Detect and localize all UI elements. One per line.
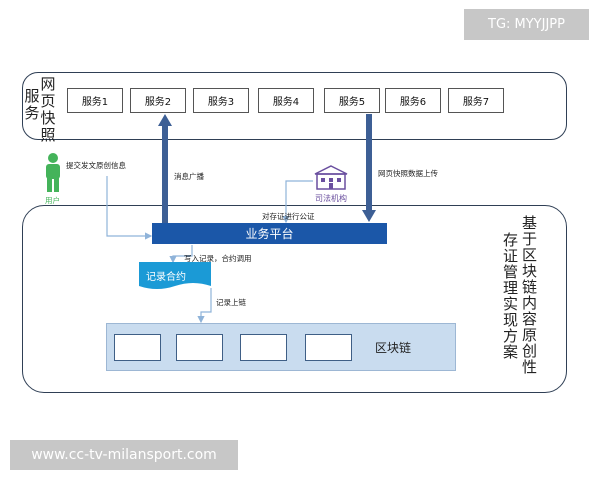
service-box-5: 服务5 [324,88,380,113]
chain-block [240,334,287,361]
judicial-to-platform-line [282,180,313,224]
service-label: 服务3 [207,97,235,108]
title-char: 块 [522,262,538,280]
broadcast-arrow [158,114,172,223]
watermark-top-text: TG: MYYJJPP [488,17,565,32]
judicial-building-icon [314,165,348,190]
title-char: 管 [503,263,519,281]
title-char: 理 [503,279,519,297]
service-box-6: 服务6 [385,88,441,113]
snapshot-service-frame [22,72,567,140]
snapshot-service-col2: 网 页 快 照 [40,76,56,144]
title-char: 证 [503,247,519,265]
label-char: 服 [24,87,40,105]
service-box-2: 服务2 [130,88,186,113]
content-originality-frame [22,205,567,393]
service-label: 服务6 [399,97,427,108]
notarize-text: 对存证进行公证 [262,212,315,221]
upload-arrow [362,114,376,222]
user-icon [46,153,60,192]
label-char: 网 [40,75,56,93]
title-char: 现 [503,311,519,329]
chain-block [114,334,161,361]
submit-text: 提交发文原创信息 [66,161,126,170]
user-to-platform-line [106,176,153,240]
side-title-col-right: 基 于 区 块 链 内 容 原 创 性 [522,215,538,375]
service-box-4: 服务4 [258,88,314,113]
service-box-7: 服务7 [448,88,504,113]
upload-label: 网页快照数据上传 [378,169,438,178]
title-char: 实 [503,295,519,313]
label-char: 快 [40,109,56,127]
title-char: 链 [522,278,538,296]
title-char: 区 [522,246,538,264]
watermark-bottom-text: www.cc-tv-milansport.com [31,447,217,463]
service-label: 服务4 [272,97,300,108]
chain-block [176,334,223,361]
platform-to-contract-line [169,245,193,264]
platform-label: 业务平台 [245,227,294,241]
service-label: 服务7 [462,97,490,108]
label-char: 务 [24,104,40,122]
title-char: 存 [503,231,519,249]
title-char: 于 [522,230,538,248]
label-char: 页 [40,92,56,110]
watermark-top: TG: MYYJJPP [464,9,589,40]
chain-block [305,334,352,361]
service-box-1: 服务1 [67,88,123,113]
service-box-3: 服务3 [193,88,249,113]
service-label: 服务2 [144,97,172,108]
contract-label: 记录合约 [146,272,186,283]
contract-document-icon [139,262,211,289]
service-label: 服务1 [81,97,109,108]
title-char: 性 [522,358,538,376]
user-label: 用户 [45,196,60,205]
title-char: 基 [522,214,538,232]
business-platform: 业务平台 [152,223,387,244]
judicial-label: 司法机构 [315,194,347,203]
broadcast-label: 消息广播 [174,172,204,181]
snapshot-service-col1: 服 务 [24,88,40,122]
blockchain-label: 区块链 [375,341,412,355]
service-label: 服务5 [338,97,366,108]
record-onchain-text: 记录上链 [216,298,246,307]
title-char: 容 [522,310,538,328]
contract-to-chain-line [197,288,212,324]
title-char: 内 [522,294,538,312]
title-char: 案 [503,343,519,361]
watermark-bottom: www.cc-tv-milansport.com [10,440,238,470]
write-record-text: 写入记录，合约调用 [184,254,252,263]
label-char: 照 [40,126,56,144]
title-char: 创 [522,342,538,360]
title-char: 方 [503,327,519,345]
title-char: 原 [522,326,538,344]
side-title-col-left: 存 证 管 理 实 现 方 案 [503,232,519,360]
blockchain-area [106,323,456,371]
